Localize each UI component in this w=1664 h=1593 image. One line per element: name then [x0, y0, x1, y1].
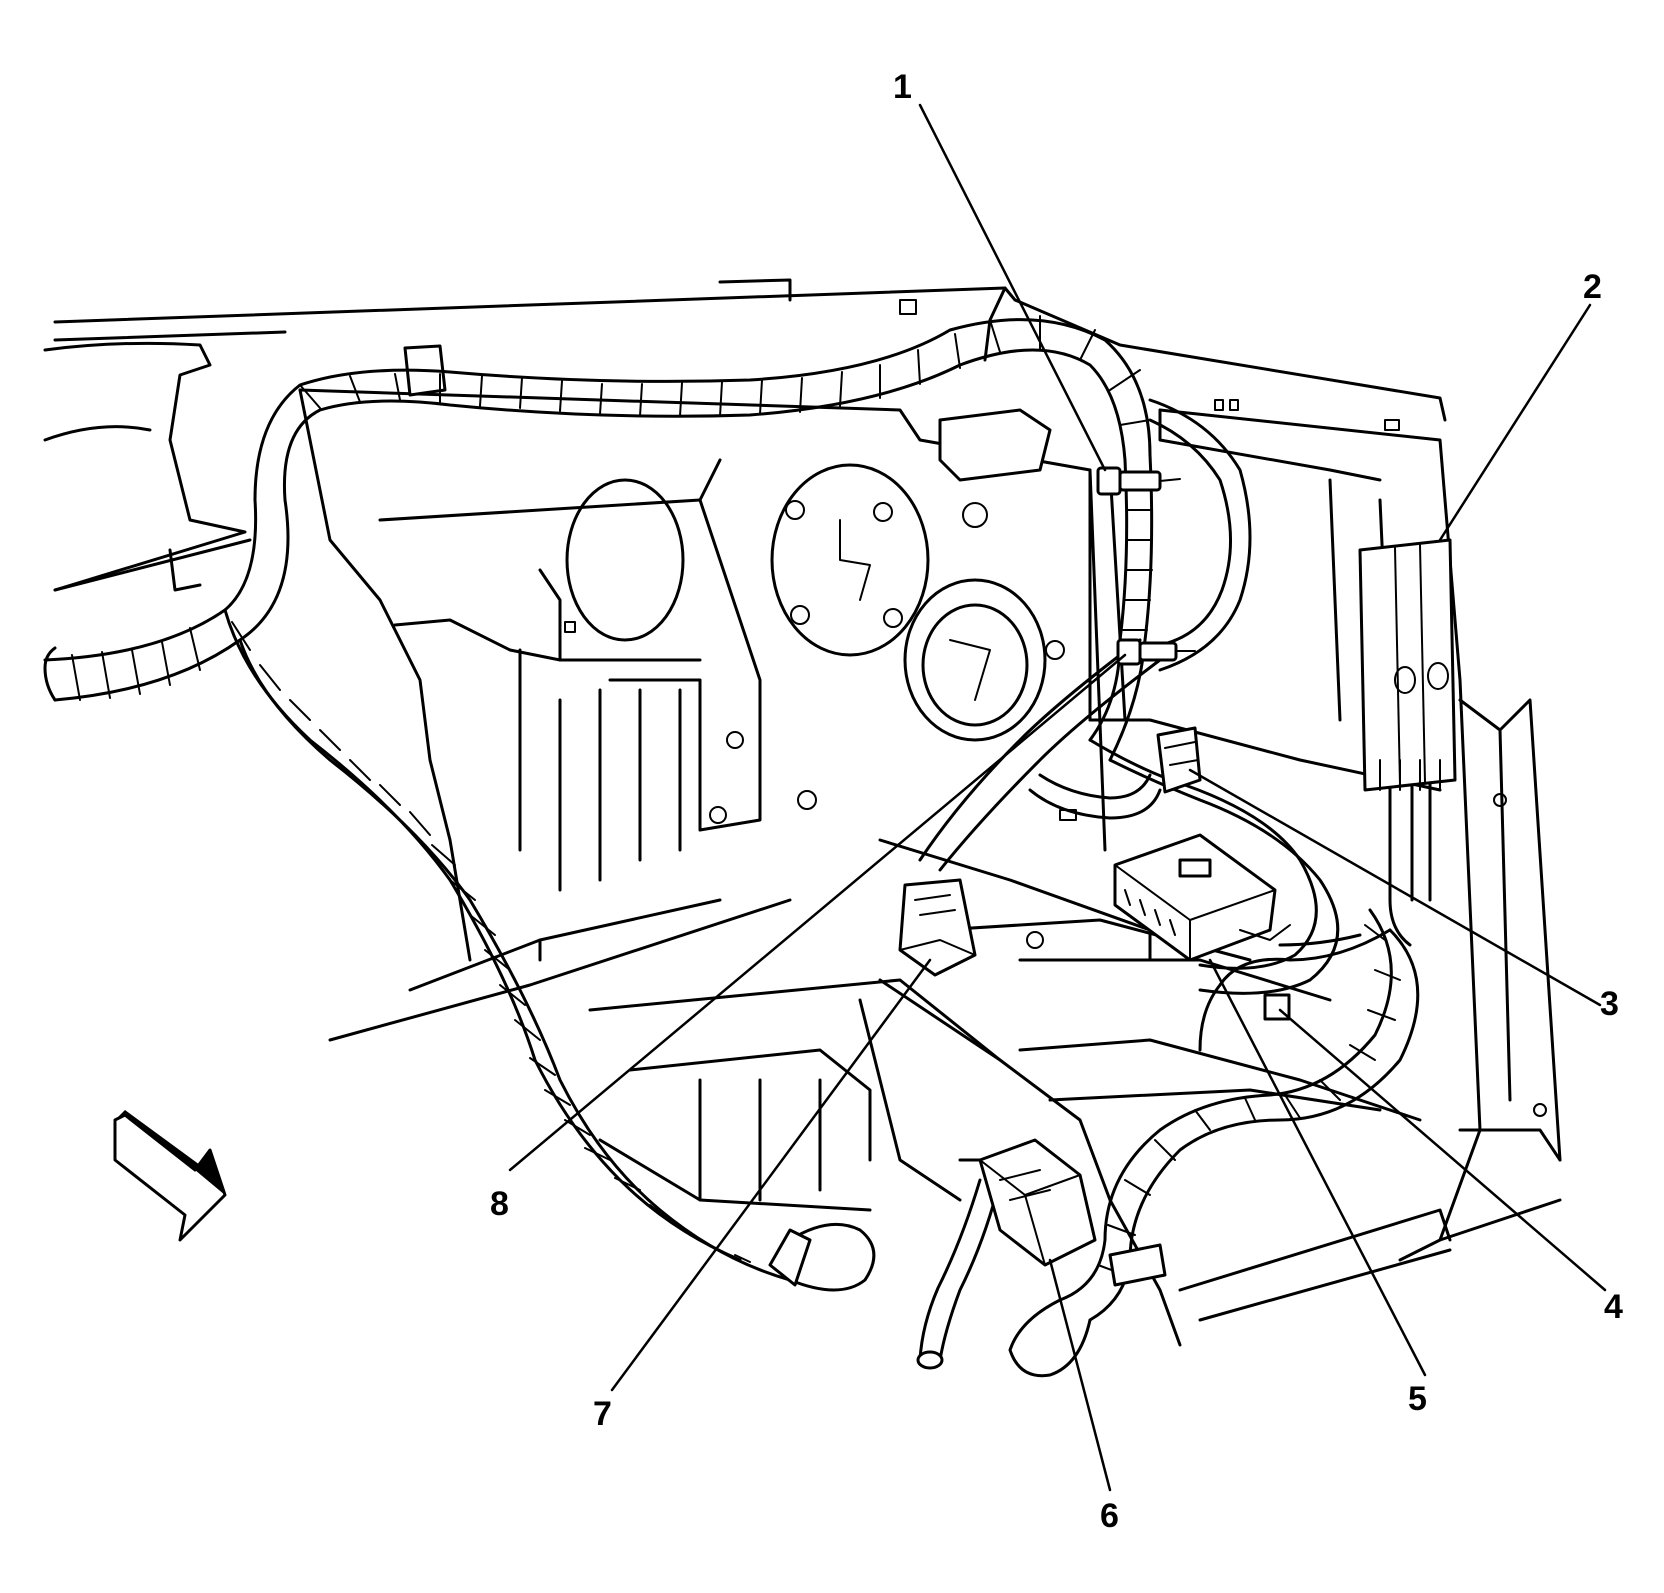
leader-4 [1278, 1008, 1607, 1292]
connector-3 [1156, 726, 1202, 794]
leader-8 [508, 653, 1127, 1172]
callout-6: 6 [1100, 1497, 1119, 1535]
callout-8: 8 [490, 1185, 509, 1223]
harness-clamp [1108, 1243, 1167, 1287]
callout-2: 2 [1583, 268, 1602, 306]
leader-lines [508, 103, 1607, 1492]
connector-8 [1116, 638, 1196, 666]
connector-7 [898, 878, 977, 977]
callout-5: 5 [1408, 1380, 1427, 1418]
body-structure [43, 278, 1562, 1347]
components [898, 466, 1457, 1287]
module-2 [1358, 538, 1457, 792]
wiring-harness [43, 315, 1432, 1378]
connector-5 [1113, 833, 1291, 962]
leader-1 [918, 103, 1107, 472]
leader-6 [1048, 1258, 1112, 1492]
connector-1 [1096, 466, 1181, 496]
connector-6 [978, 1138, 1097, 1267]
leader-2 [1438, 303, 1592, 542]
callout-7: 7 [593, 1395, 612, 1433]
leader-5 [1208, 958, 1427, 1377]
leader-3 [1188, 768, 1602, 1007]
leader-7 [610, 958, 932, 1392]
direction-arrow-icon [113, 1110, 227, 1242]
callout-3: 3 [1600, 985, 1619, 1023]
callout-4: 4 [1604, 1288, 1623, 1326]
callout-1: 1 [893, 68, 912, 106]
callout-labels: 1 2 3 4 5 6 7 8 [490, 68, 1623, 1535]
